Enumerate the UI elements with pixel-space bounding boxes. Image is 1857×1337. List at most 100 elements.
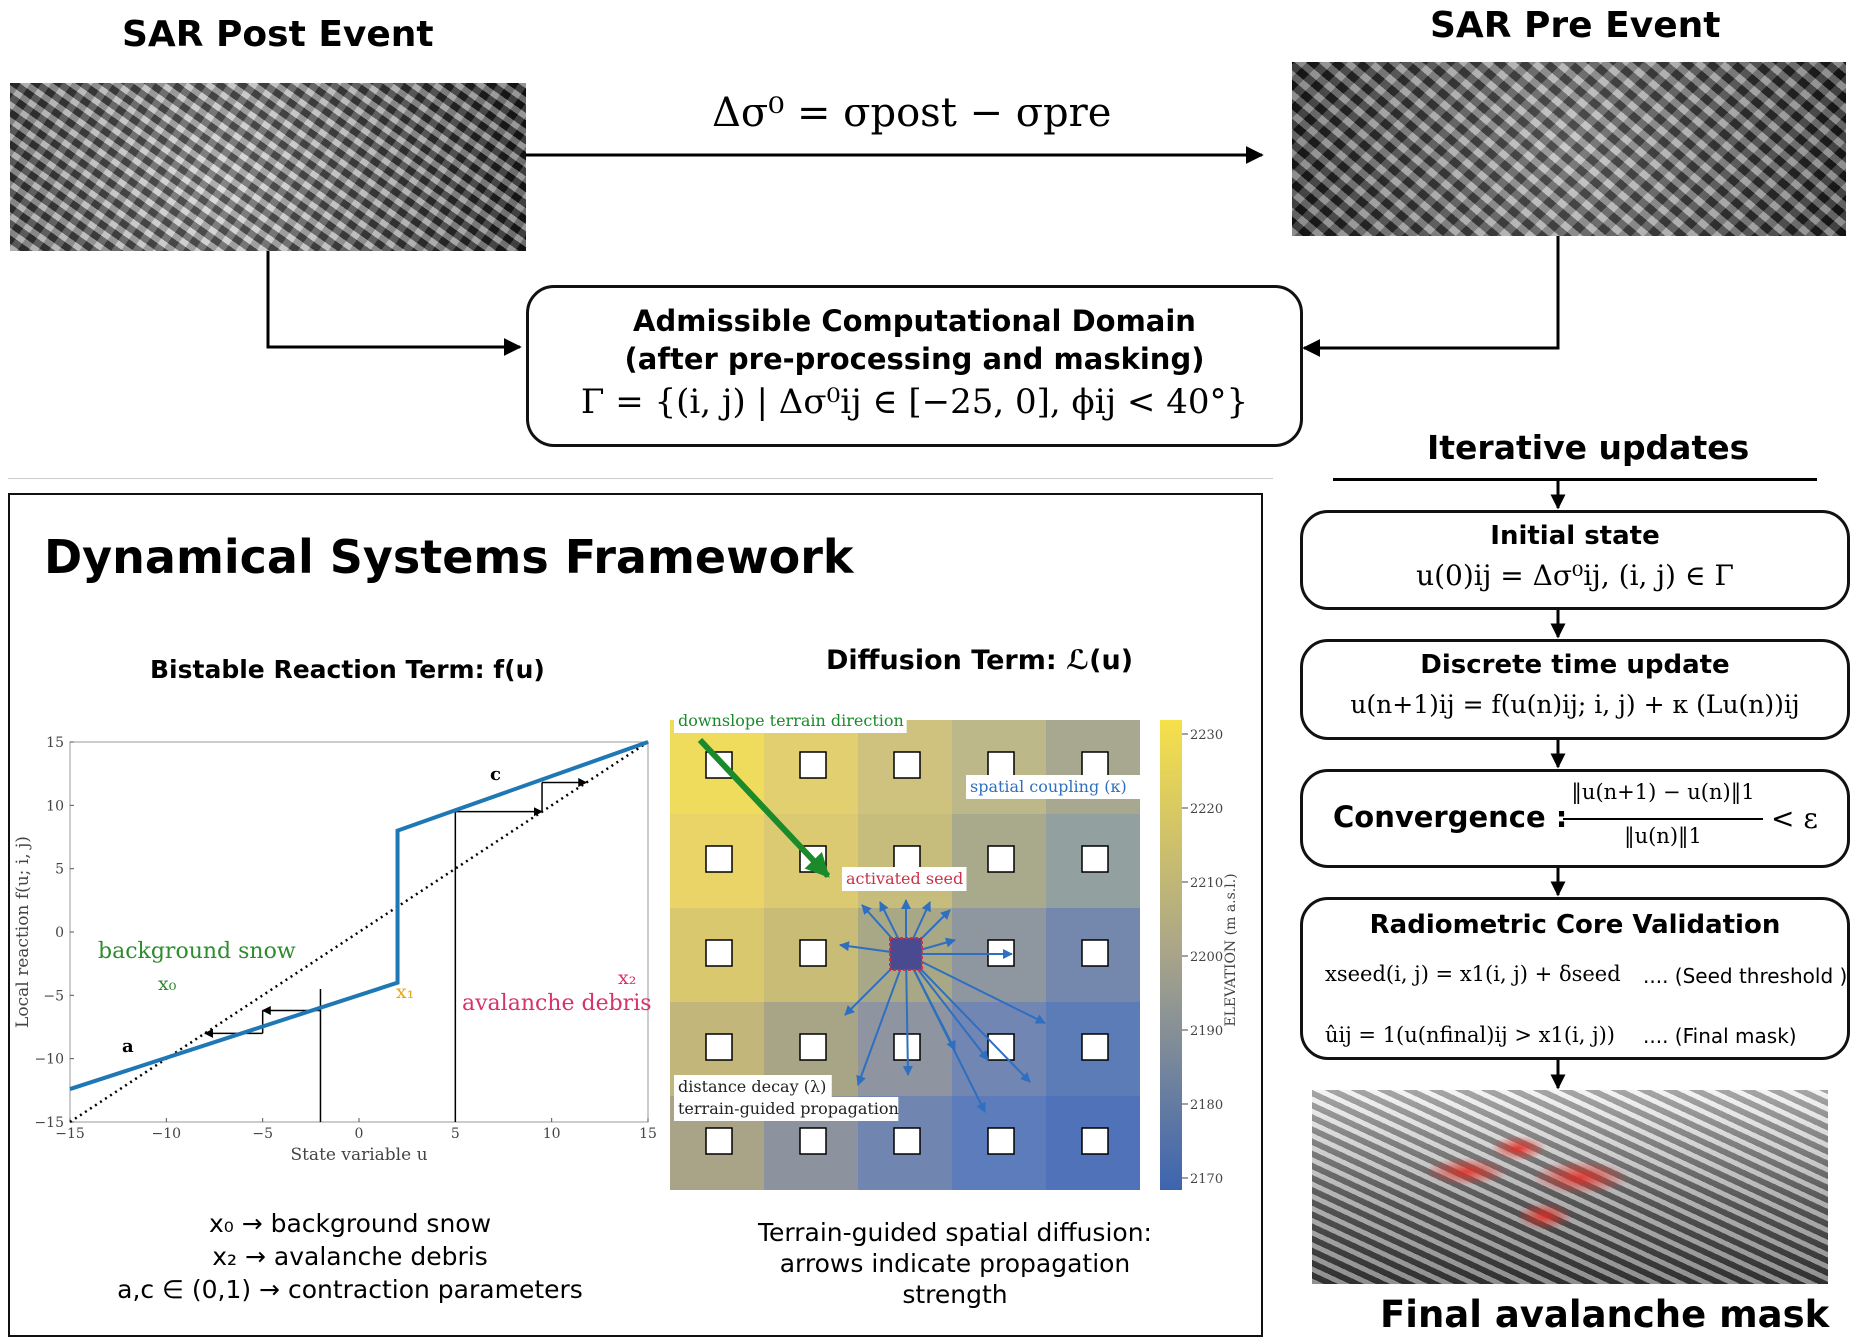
domain-box: Admissible Computational Domain (after p… — [526, 285, 1303, 447]
colorbar-tick-label: 2220 — [1190, 802, 1223, 817]
final-mask-image — [1312, 1090, 1828, 1284]
pre-to-domain-arrow — [1302, 236, 1560, 357]
mask-formula: ûij = 1(u(nfinal)ij > x1(i, j)) — [1325, 1023, 1615, 1047]
convergence-rhs: < ε — [1771, 802, 1818, 835]
grid-node — [987, 845, 1015, 873]
chart-annotation: a — [122, 1036, 134, 1057]
colorbar-tick-label: 2190 — [1190, 1024, 1223, 1039]
chart-annotation: c — [490, 764, 501, 785]
validation-box: Radiometric Core Validation xseed(i, j) … — [1300, 897, 1850, 1060]
discrete-update-formula: u(n+1)ij = f(u(n)ij; i, j) + κ (Lu(n))ij — [1350, 690, 1800, 719]
diffusion-title: Diffusion Term: ℒ(u) — [826, 645, 1134, 676]
propagation-arrow — [905, 953, 1031, 1083]
colorbar-tick-label: 2210 — [1190, 876, 1223, 891]
grid-node — [987, 1033, 1015, 1061]
x-tick-label: −10 — [152, 1126, 182, 1142]
label-background — [674, 1097, 899, 1121]
diffusion-caption-2: arrows indicate propagation — [779, 1249, 1131, 1278]
separator-line — [8, 478, 1273, 479]
difference-equation: Δσ⁰ = σpost − σpre — [712, 90, 1112, 136]
y-tick-label: −5 — [43, 988, 64, 1004]
chart-annotation: background snow — [98, 939, 296, 964]
iterative-underline — [1333, 478, 1817, 481]
y-tick-label: 15 — [46, 735, 64, 751]
label-background — [674, 709, 907, 733]
colorbar-tick-label: 2200 — [1190, 950, 1223, 965]
iterative-heading: Iterative updates — [1427, 428, 1750, 467]
label-background — [842, 867, 967, 891]
grid-node — [705, 939, 733, 967]
convergence-fraction-bar — [1563, 818, 1763, 820]
domain-title-line2: (after pre-processing and masking) — [624, 342, 1205, 376]
sar-pre-title: SAR Pre Event — [1430, 5, 1721, 46]
reaction-curve — [69, 740, 649, 1091]
convergence-denominator: ‖u(n)‖1 — [1624, 824, 1702, 848]
grid-node — [705, 1127, 733, 1155]
diffusion-caption-3: strength — [902, 1280, 1008, 1309]
label-background — [674, 1075, 832, 1099]
label-downslope: downslope terrain direction — [678, 711, 904, 730]
label-activated-seed: activated seed — [846, 869, 963, 888]
colorbar-tick-label: 2230 — [1190, 728, 1223, 743]
label-distance-decay: distance decay (λ) — [678, 1077, 826, 1096]
colorbar-tick-label: 2170 — [1190, 1172, 1223, 1187]
label-background — [966, 775, 1141, 799]
initial-state-title: Initial state — [1490, 521, 1660, 551]
x-tick-label: 5 — [451, 1126, 460, 1142]
y-tick-label: 0 — [55, 925, 64, 941]
grid-node — [799, 1033, 827, 1061]
grid-node — [1081, 939, 1109, 967]
colorbar — [1160, 720, 1182, 1190]
label-terrain-propagation: terrain-guided propagation — [678, 1099, 899, 1118]
domain-title-line1: Admissible Computational Domain — [633, 304, 1196, 338]
chart-annotation: x₀ — [158, 973, 177, 995]
mask-note: .... (Final mask) — [1643, 1024, 1797, 1048]
convergence-box: Convergence : ‖u(n+1) − u(n)‖1 ‖u(n)‖1 <… — [1300, 769, 1850, 868]
label-spatial-coupling: spatial coupling (κ) — [970, 777, 1127, 796]
propagation-arrow — [905, 953, 989, 1061]
grid-node — [705, 845, 733, 873]
y-tick-label: −15 — [34, 1115, 64, 1131]
diffusion-caption: Terrain-guided spatial diffusion: arrows… — [720, 1217, 1190, 1310]
discrete-update-title: Discrete time update — [1420, 650, 1730, 680]
colorbar-tick-label: 2180 — [1190, 1098, 1223, 1113]
framework-title: Dynamical Systems Framework — [44, 530, 854, 584]
grid-node — [1081, 845, 1109, 873]
legend-line-1: x₀ → background snow — [208, 1209, 492, 1238]
initial-state-box: Initial state u(0)ij = Δσ⁰ij, (i, j) ∈ Γ — [1300, 510, 1850, 610]
activated-seed-node — [889, 937, 923, 971]
grid-node — [987, 1127, 1015, 1155]
convergence-numerator: ‖u(n+1) − u(n)‖1 — [1571, 780, 1755, 804]
y-tick-label: −10 — [34, 1052, 64, 1068]
sar-post-title: SAR Post Event — [122, 14, 434, 55]
flow-arrows — [266, 146, 1560, 357]
y-axis-label: Local reaction f(u; i, j) — [13, 836, 33, 1028]
grid-node — [1081, 1033, 1109, 1061]
x-tick-label: 10 — [543, 1126, 561, 1142]
seed-formula: xseed(i, j) = x1(i, j) + δseed — [1325, 962, 1621, 986]
x-tick-label: −15 — [55, 1126, 85, 1142]
propagation-arrow — [902, 953, 913, 1076]
diffusion-caption-1: Terrain-guided spatial diffusion: — [758, 1218, 1152, 1247]
x-tick-label: 15 — [639, 1126, 657, 1142]
reaction-legend: x₀ → background snow x₂ → avalanche debr… — [90, 1207, 610, 1306]
legend-line-3: a,c ∈ (0,1) → contraction parameters — [117, 1275, 583, 1304]
grid-node — [799, 1127, 827, 1155]
convergence-title: Convergence : — [1333, 800, 1568, 834]
grid-node — [987, 751, 1015, 779]
initial-state-formula: u(0)ij = Δσ⁰ij, (i, j) ∈ Γ — [1416, 559, 1734, 592]
grid-node — [893, 751, 921, 779]
y-tick-label: 10 — [46, 798, 64, 814]
chart-annotation: x₂ — [618, 967, 636, 989]
discrete-update-box: Discrete time update u(n+1)ij = f(u(n)ij… — [1300, 639, 1850, 740]
framework-panel — [8, 493, 1263, 1337]
grid-node — [799, 939, 827, 967]
diffusion-grid: 2230 2220 2210 2200 2190 2180 2170 ELEVATION (m… — [670, 709, 1239, 1190]
post-to-domain-arrow — [266, 251, 522, 356]
colorbar-label: ELEVATION (m a.s.l.) — [1223, 873, 1239, 1026]
x-axis-label: State variable u — [290, 1145, 427, 1165]
grid-node — [1081, 1127, 1109, 1155]
chart-annotation: x₁ — [396, 981, 414, 1003]
